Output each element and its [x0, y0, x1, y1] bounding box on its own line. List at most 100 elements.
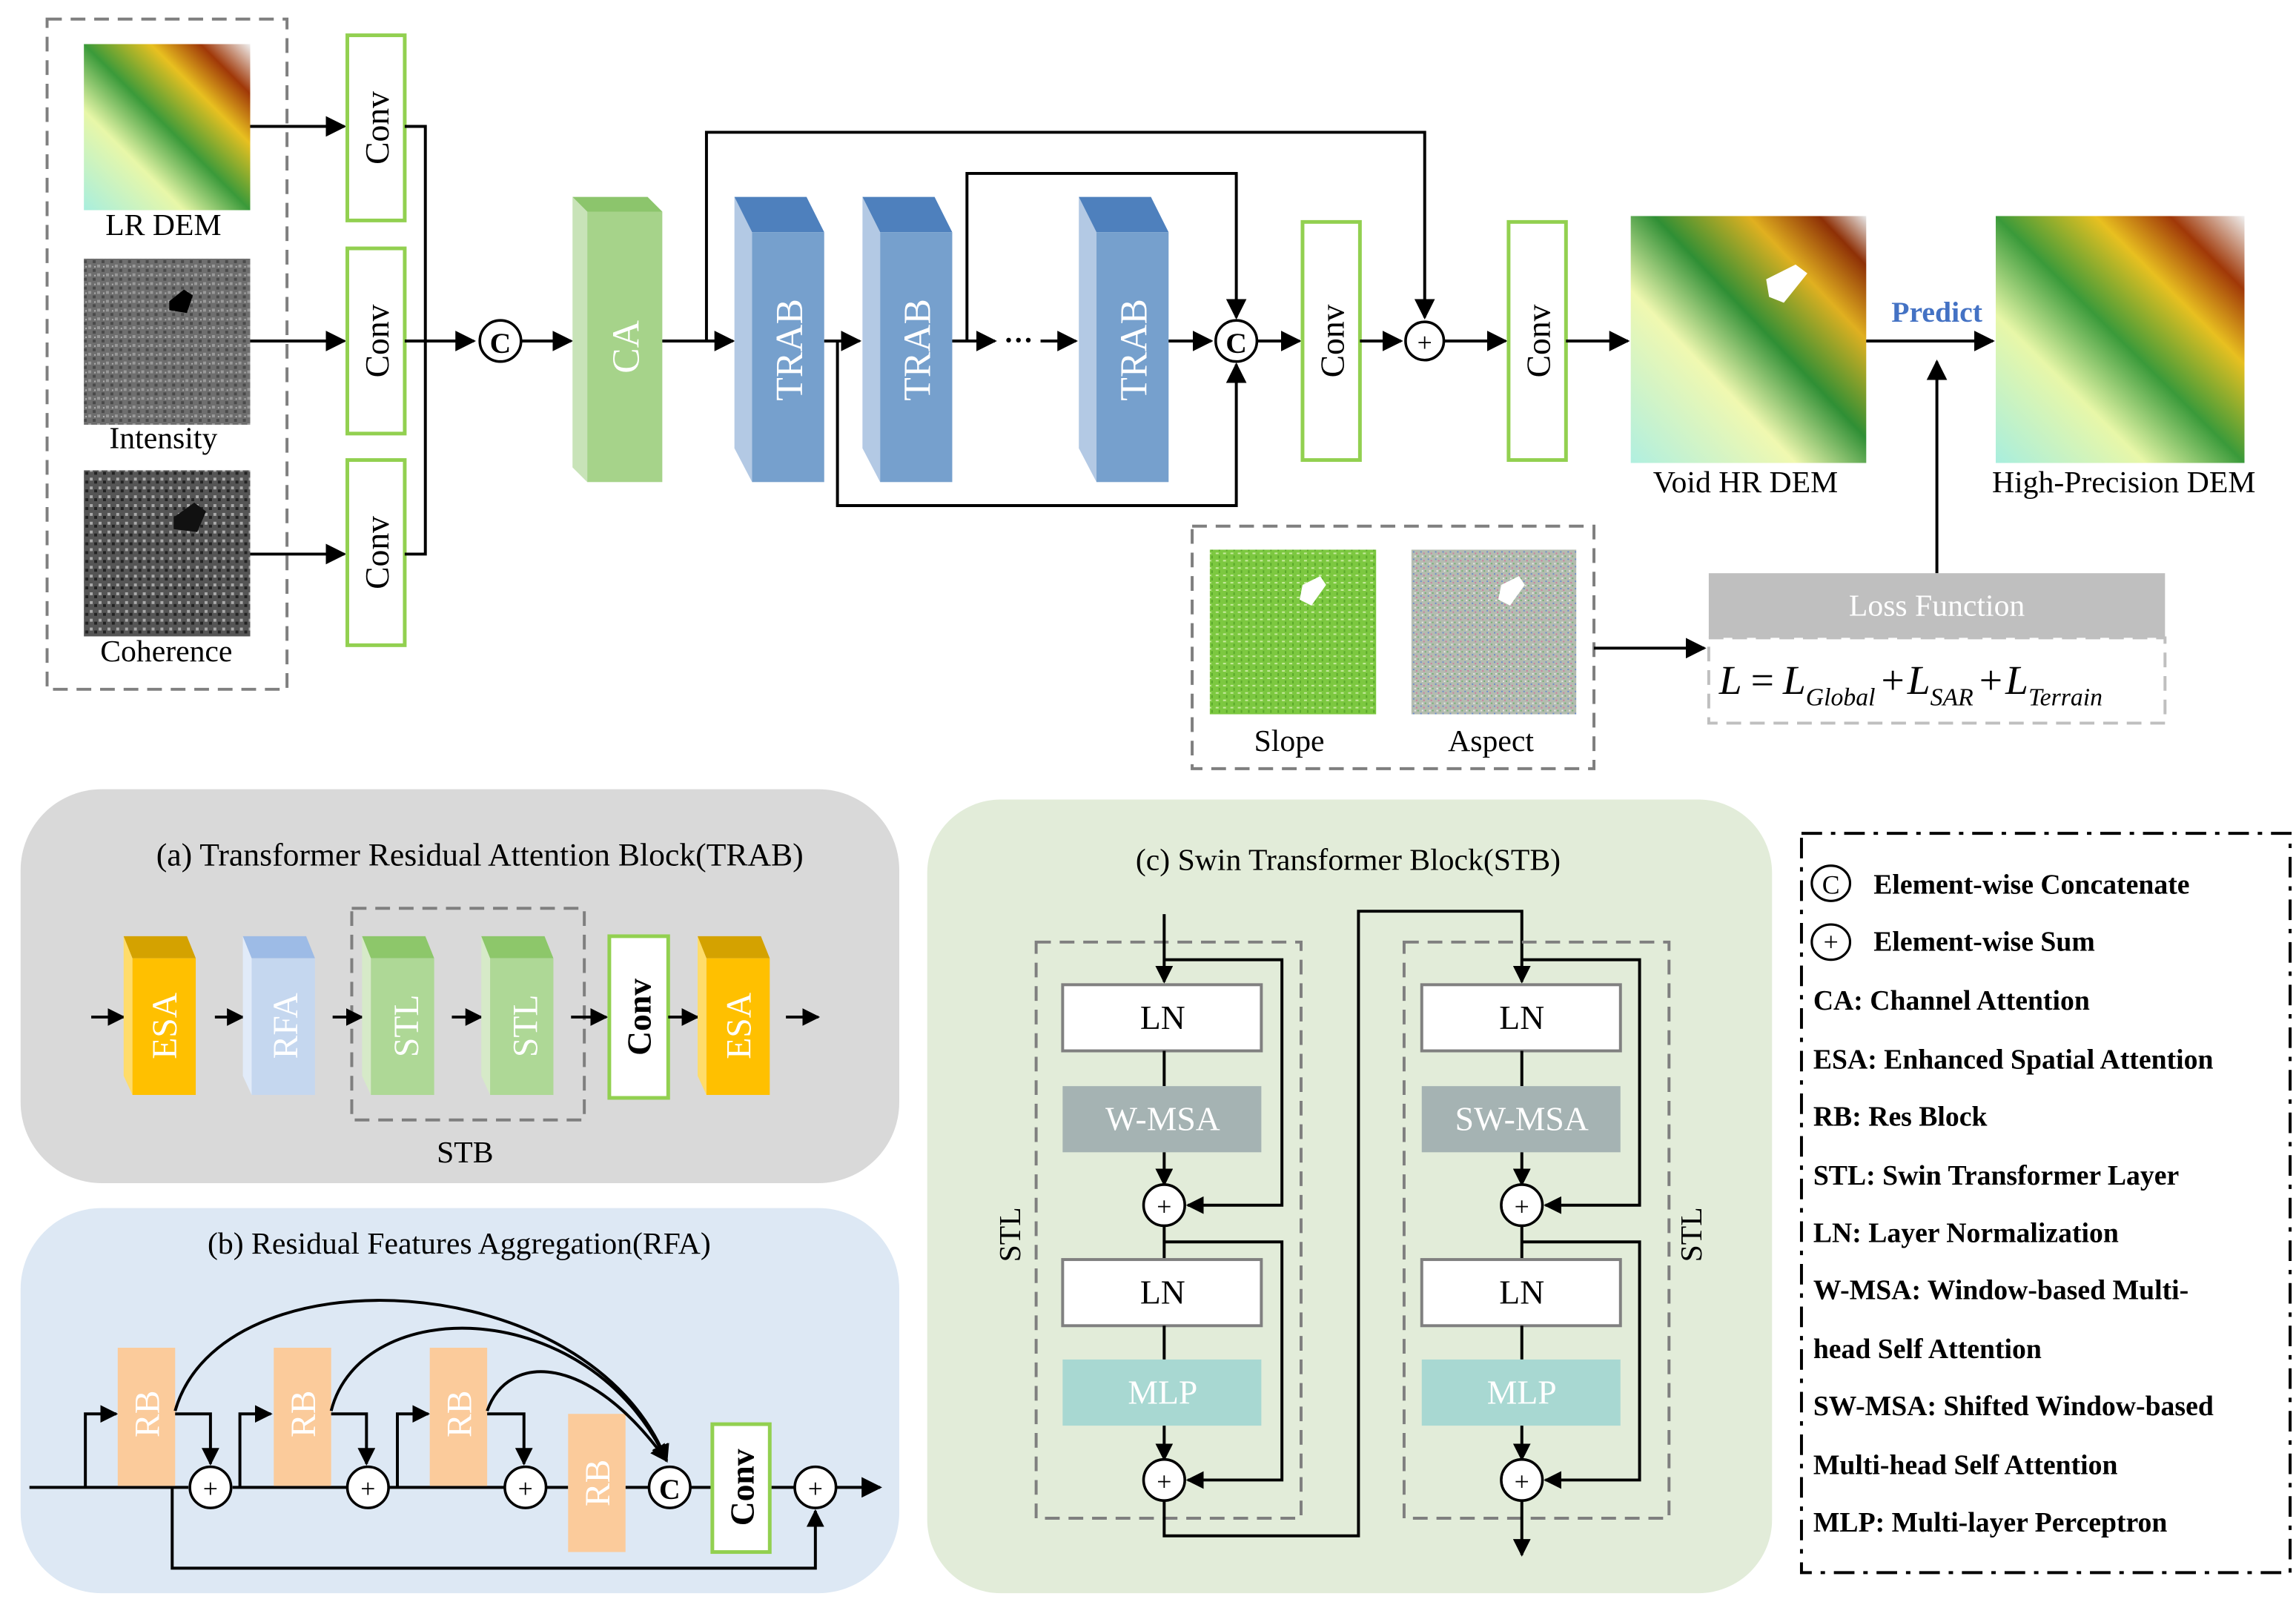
svg-text:MLP: MLP: [1487, 1373, 1557, 1411]
svg-text:Conv: Conv: [1314, 304, 1352, 377]
rfa-curve-3: [486, 1370, 668, 1463]
aspect-label: Aspect: [1448, 724, 1534, 758]
svg-text:LN: LN: [1140, 1274, 1185, 1311]
sum-node-main: +: [1404, 320, 1446, 362]
svg-text:RB: RB: [440, 1390, 479, 1437]
stl-connector: [1162, 910, 1531, 1538]
legend-item: STL: Swin Transformer Layer: [1813, 1160, 2179, 1191]
stl-left-skip-1: [1164, 958, 1284, 1214]
trab-block-n: TRAB: [1079, 196, 1169, 483]
stl-right-label: STL: [1675, 1207, 1709, 1262]
slope-label: Slope: [1254, 724, 1325, 758]
loss-title-box: [1708, 573, 2166, 638]
intensity-water-body: [169, 289, 193, 314]
stb-label: STB: [437, 1136, 493, 1170]
stl-right-skip-1: [1521, 958, 1641, 1214]
panel-c-background: [927, 799, 1773, 1594]
sum-icon: [1810, 923, 1852, 961]
rfa-rb2-to-sum: [331, 1412, 376, 1466]
svg-text:+: +: [1157, 1466, 1171, 1496]
rfa-branch-2: [238, 1405, 273, 1488]
svg-text:ESA: ESA: [720, 992, 758, 1059]
stl-right-mlp: MLP: [1421, 1359, 1621, 1426]
svg-text:STL: STL: [388, 995, 426, 1058]
stl-left-mlp: MLP: [1062, 1359, 1262, 1426]
stl-right-ln-2: LN: [1420, 1258, 1622, 1328]
panel-a-esa-1: ESA: [123, 936, 196, 1096]
rfa-branch-1: [84, 1405, 119, 1488]
stl-left-skip-2: [1164, 1240, 1284, 1489]
rfa-conv: Conv: [710, 1422, 772, 1555]
concat-icon: [1810, 864, 1852, 902]
svg-text:TRAB: TRAB: [897, 299, 939, 400]
svg-text:LN: LN: [1499, 1274, 1544, 1311]
svg-text:C: C: [1822, 870, 1840, 899]
svg-text:TRAB: TRAB: [1113, 299, 1155, 400]
rfa-concat: C: [647, 1465, 692, 1509]
rfa-curve-2: [329, 1326, 669, 1463]
rfa-rb-4: RB: [568, 1414, 626, 1552]
legend-item: SW-MSA: Shifted Window-based: [1813, 1391, 2214, 1422]
void-hr-dem-label: Void HR DEM: [1653, 466, 1838, 500]
high-precision-dem-label: High-Precision DEM: [1992, 466, 2255, 500]
panel-b-title: (b) Residual Features Aggregation(RFA): [208, 1227, 711, 1261]
aspect-image: [1411, 549, 1577, 715]
svg-text:RB: RB: [285, 1390, 323, 1437]
svg-text:ESA: ESA: [146, 992, 185, 1059]
trab-block-2: TRAB: [862, 196, 953, 483]
input-conv-3: Conv: [345, 458, 407, 647]
rfa-curve-1: [173, 1299, 669, 1463]
svg-text:+: +: [1157, 1192, 1171, 1222]
svg-text:RB: RB: [128, 1390, 167, 1437]
svg-text:+: +: [203, 1474, 218, 1503]
intensity-image: [84, 258, 251, 425]
stl-left-ln-2: LN: [1061, 1258, 1263, 1328]
panel-a-trab: (a) Transformer Residual Attention Block…: [20, 789, 899, 1183]
trab-skip-bottom: [836, 340, 1247, 507]
svg-text:Element-wise Sum: Element-wise Sum: [1873, 927, 2095, 958]
stl-right-border: [1402, 940, 1671, 1520]
legend-item: CA: Channel Attention: [1813, 985, 2090, 1016]
ca-block: CA: [572, 196, 663, 483]
ellipsis: ···: [1004, 324, 1033, 357]
stl-right-sw-msa: SW-MSA: [1421, 1086, 1621, 1153]
stl-right-ln-1: LN: [1420, 983, 1622, 1053]
svg-text:RFA: RFA: [267, 993, 305, 1059]
stl-left-w-msa: W-MSA: [1062, 1086, 1262, 1153]
input-conv-1: Conv: [345, 33, 407, 222]
panel-a-title: (a) Transformer Residual Attention Block…: [156, 838, 804, 873]
rfa-rb-2: RB: [274, 1348, 331, 1486]
void-hr-dem: Void HR DEM: [1630, 216, 1867, 500]
input-group-border: [45, 17, 289, 691]
high-precision-dem: High-Precision DEM: [1992, 216, 2255, 500]
input-group: LR DEM Intensity Coherence: [45, 17, 289, 691]
aspect-void: [1498, 576, 1525, 606]
legend-item: ESA: Enhanced Spatial Attention: [1813, 1044, 2214, 1075]
fusion-conv-2: Conv: [1506, 219, 1568, 463]
panel-a-conv: Conv: [607, 934, 670, 1100]
svg-text:TRAB: TRAB: [769, 299, 811, 400]
fusion-conv-1: Conv: [1300, 219, 1362, 463]
svg-text:C: C: [659, 1473, 681, 1506]
panel-a-stl-1: STL: [362, 936, 434, 1096]
rfa-sum-3: +: [503, 1465, 548, 1509]
rfa-sum-1: +: [188, 1465, 233, 1509]
trab-skip-top: [965, 171, 1247, 341]
svg-text:+: +: [808, 1474, 823, 1503]
concat-node-2: C: [1214, 319, 1259, 363]
svg-text:+: +: [1824, 927, 1839, 957]
panel-a-stl-2: STL: [481, 936, 554, 1096]
panel-c-title: (c) Swin Transformer Block(STB): [1136, 844, 1561, 878]
predict-label: Predict: [1891, 296, 1982, 328]
stl-left-sum-1: +: [1142, 1183, 1186, 1228]
coherence-label: Coherence: [100, 635, 232, 669]
slope-void: [1299, 576, 1326, 606]
legend-item: W-MSA: Window-based Multi-: [1813, 1275, 2189, 1306]
intensity-label: Intensity: [109, 422, 217, 456]
trab-block-1: TRAB: [734, 196, 824, 483]
svg-text:W-MSA: W-MSA: [1105, 1100, 1220, 1138]
loss-formula-box: [1707, 636, 2167, 725]
coherence-image: [84, 470, 251, 637]
rfa-rb1-to-sum: [175, 1412, 219, 1466]
